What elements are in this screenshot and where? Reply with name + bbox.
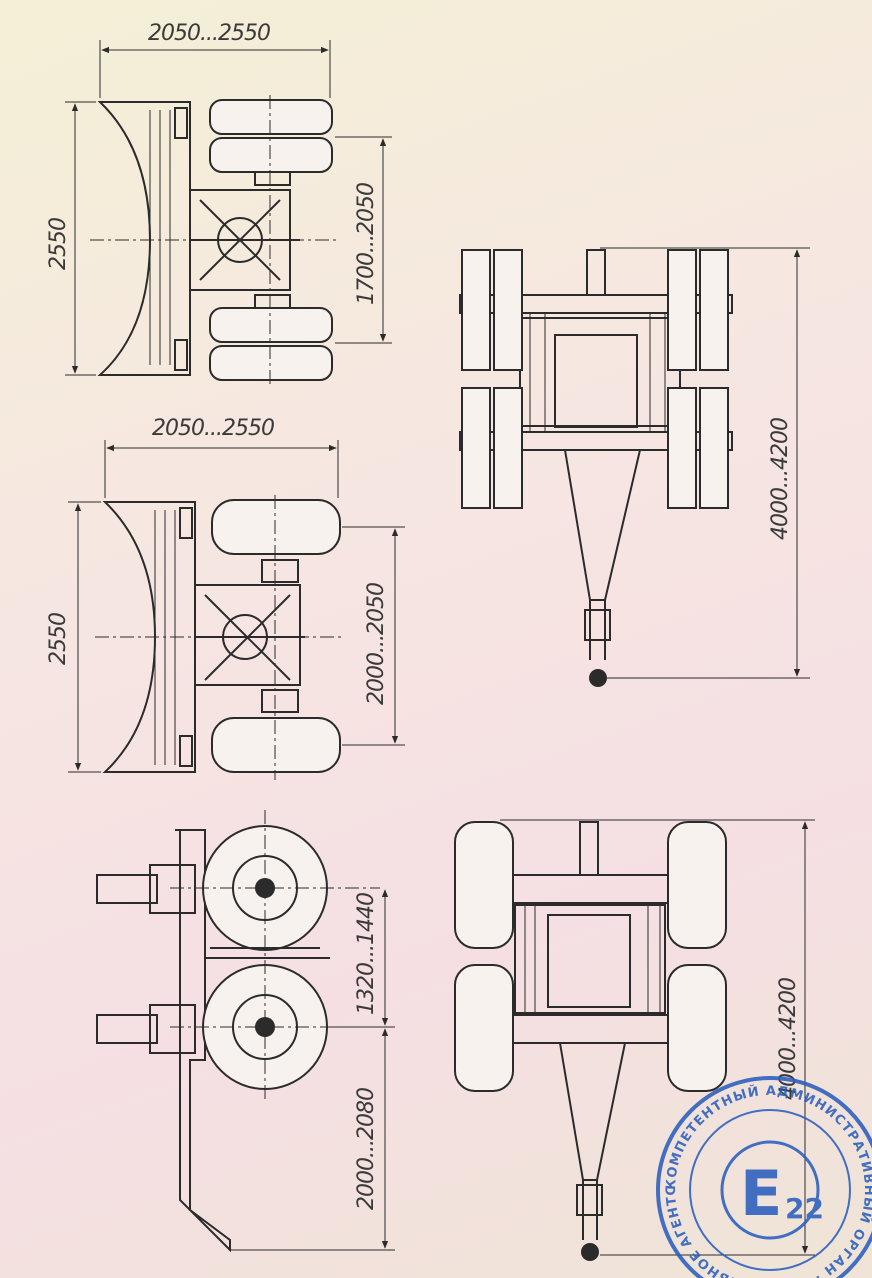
stamp-mark: E [740,1157,782,1230]
dim-view2-height: 2550 [46,613,71,665]
top-view-single-tires [454,819,815,1261]
dim-top1-length: 4000...4200 [768,418,793,540]
dim-view2-track: 2000...2050 [364,583,389,705]
dim-view3-drawbar: 2000...2080 [354,1088,379,1210]
stamp-number: 22 [785,1192,824,1225]
front-view-dual-tires [65,40,392,385]
side-view-tandem [96,810,395,1253]
dim-view1-track: 1700...2050 [354,183,379,305]
top-view-dual-tires [459,247,810,687]
dim-view1-height: 2550 [46,218,71,270]
dim-view3-wheelbase: 1320...1440 [354,893,379,1015]
dim-view1-width: 2050...2550 [148,21,270,46]
dim-view2-width: 2050...2550 [152,416,274,441]
front-view-single-tires [68,440,405,780]
